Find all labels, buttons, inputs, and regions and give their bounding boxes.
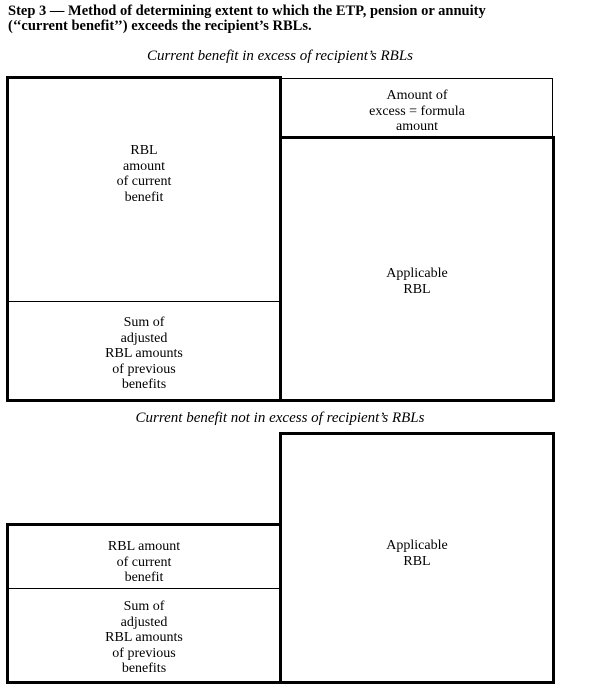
label-line: benefit [124,570,164,585]
label-line: of previous [112,361,176,377]
heading-line-2: (‘‘current benefit’’) exceeds the recipi… [8,18,312,34]
not-excess-applicable-rbl-label: Applicable RBL [282,538,552,569]
label-line: RBL [130,143,158,158]
label-line: adjusted [120,330,168,346]
excess-rbl-current-benefit-label: RBL amount of current benefit [9,143,279,205]
label-line: Applicable [386,266,448,281]
label-line: of current [116,174,172,189]
label-line: benefits [121,377,167,392]
label-line: Amount of [386,88,448,103]
excess-left-stack: RBL amount of current benefit Sum of adj… [6,76,282,402]
excess-diagram-caption: Current benefit in excess of recipient’s… [146,48,414,64]
not-excess-diagram-caption: Current benefit not in excess of recipie… [135,410,425,426]
not-excess-applicable-rbl-box: Applicable RBL [279,432,555,684]
label-line: Sum of [123,599,165,614]
step-3-heading: Step 3 — Method of determining extent to… [8,4,552,34]
excess-stack-divider [9,301,279,302]
label-line: benefits [121,661,167,676]
label-line: of previous [112,645,176,661]
excess-sum-previous-benefits-label: Sum of adjusted RBL amounts of previous … [9,315,279,393]
label-line: amount [123,158,165,174]
label-line: RBL amounts [105,630,183,645]
label-line: RBL amount [107,539,181,554]
label-line: of current [116,554,172,570]
label-line: adjusted [120,614,168,630]
not-excess-left-stack: RBL amount of current benefit Sum of adj… [6,523,282,684]
not-excess-sum-previous-benefits-label: Sum of adjusted RBL amounts of previous … [9,599,279,677]
excess-amount-label: Amount of excess = formula amount [282,88,552,135]
not-excess-rbl-current-benefit-label: RBL amount of current benefit [9,539,279,586]
excess-applicable-rbl-label: Applicable RBL [282,266,552,297]
label-line: excess = formula [369,103,465,119]
label-line: benefit [124,189,164,205]
heading-line-1: Step 3 — Method of determining extent to… [8,3,486,19]
label-line: RBL [403,553,431,569]
label-line: Sum of [123,315,165,330]
excess-amount-box: Amount of excess = formula amount [281,78,553,138]
label-line: Applicable [386,538,448,553]
not-excess-stack-divider [9,588,279,589]
excess-applicable-rbl-box: Applicable RBL [279,136,555,402]
label-line: amount [396,119,438,134]
label-line: RBL [403,281,431,297]
label-line: RBL amounts [105,346,183,361]
